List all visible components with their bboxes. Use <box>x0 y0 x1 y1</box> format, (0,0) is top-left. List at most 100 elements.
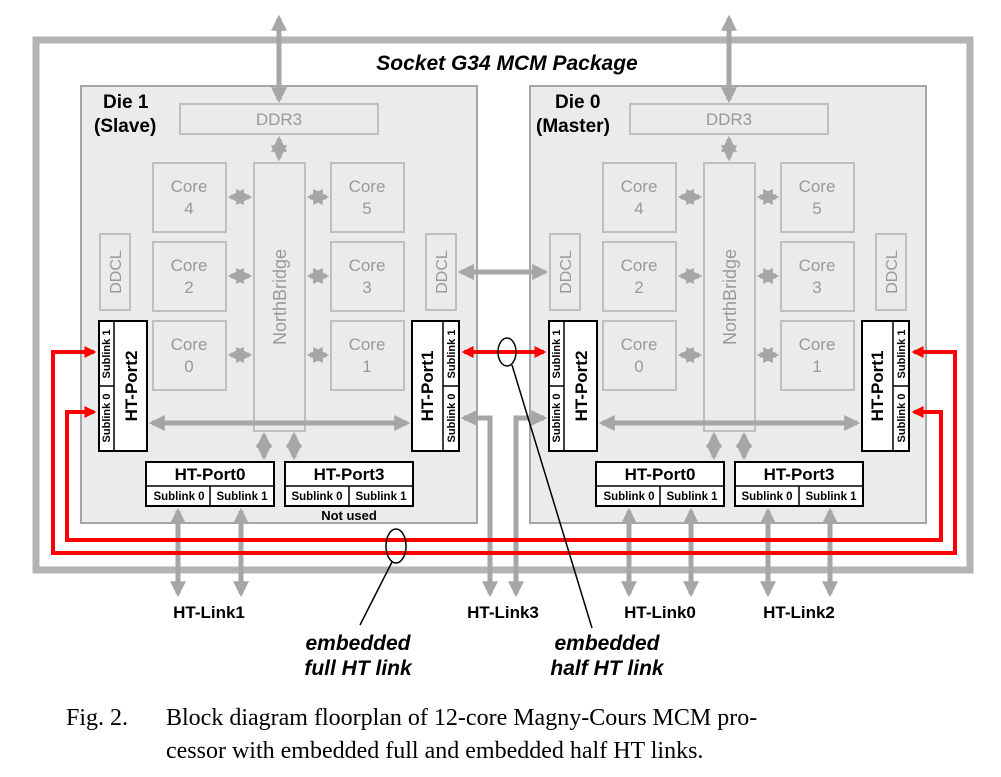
ht-link2-label: HT-Link2 <box>763 603 835 622</box>
die1-core5-block <box>330 162 405 233</box>
die1-core3-block <box>330 241 405 312</box>
die0-core2-word: Core <box>621 256 658 275</box>
die1-core2-block <box>152 241 227 312</box>
die1-core4-block <box>152 162 227 233</box>
die1-core0-num: 0 <box>184 357 193 376</box>
die1-ht-port1-label: HT-Port1 <box>418 351 437 422</box>
mcm-block-diagram: Socket G34 MCM Package Die 1 (Slave) DDR… <box>32 14 974 680</box>
die0-ddr3-block <box>629 103 829 135</box>
die1-core0-block <box>152 320 227 391</box>
red-ht-links <box>51 346 957 555</box>
die1-core4-num: 4 <box>184 199 193 218</box>
die1-port2-sublink1: Sublink 1 <box>101 330 113 379</box>
die0-northbridge-label: NorthBridge <box>720 249 740 345</box>
die0-core4-block <box>602 162 677 233</box>
die0-ddcl-right-label: DDCL <box>884 250 901 294</box>
die0-port2-sublink0: Sublink 0 <box>551 394 563 443</box>
die0-name: Die 0 <box>555 92 600 113</box>
die1-port3-sublink1: Sublink 1 <box>355 491 407 503</box>
die1-core2-num: 2 <box>184 278 193 297</box>
die0-core5-block <box>780 162 855 233</box>
ht-link3-label: HT-Link3 <box>467 603 539 622</box>
die0-core3-num: 3 <box>812 278 821 297</box>
die0-role: (Master) <box>536 116 610 137</box>
die0-core2-block <box>602 241 677 312</box>
die0-port1-sublink1: Sublink 1 <box>896 330 908 379</box>
die1-port1-sublink0: Sublink 0 <box>446 394 458 443</box>
die1-ddr3-block <box>179 103 379 135</box>
die0-port0-sublink1: Sublink 1 <box>666 491 718 503</box>
die1-ddcl-right-block <box>425 233 457 311</box>
die1-northbridge-label: NorthBridge <box>270 249 290 345</box>
package-title: Socket G34 MCM Package <box>376 52 638 75</box>
die1-ddcl-right-label: DDCL <box>434 250 451 294</box>
die1-port1-sublink1: Sublink 1 <box>446 330 458 379</box>
die0-core2-num: 2 <box>634 278 643 297</box>
half-link-annotation-line1: embedded <box>554 632 660 655</box>
die1-core1-block <box>330 320 405 391</box>
die1-core1-num: 1 <box>362 357 371 376</box>
die0-core0-num: 0 <box>634 357 643 376</box>
die0-ddcl-right-block <box>875 233 907 311</box>
die1-core1-word: Core <box>349 335 386 354</box>
die0-core4-num: 4 <box>634 199 643 218</box>
die1-core3-num: 3 <box>362 278 371 297</box>
die1-role: (Slave) <box>94 116 156 137</box>
die1-port3-not-used: Not used <box>321 508 377 523</box>
ht-link0-label: HT-Link0 <box>624 603 696 622</box>
die0-core3-word: Core <box>799 256 836 275</box>
die1-ht-port3-label: HT-Port3 <box>314 465 385 484</box>
die1-port3-sublink0: Sublink 0 <box>291 491 342 503</box>
figure-caption: Fig. 2. Block diagram floorplan of 12-cor… <box>66 702 946 768</box>
die1-core4-word: Core <box>171 177 208 196</box>
die1-port2-sublink0: Sublink 0 <box>101 394 113 443</box>
gray-arrows <box>148 14 861 598</box>
die0-core0-block <box>602 320 677 391</box>
full-link-annotation-line1: embedded <box>305 632 411 655</box>
die0-core4-word: Core <box>621 177 658 196</box>
die0-port2-sublink1: Sublink 1 <box>551 330 563 379</box>
die0-port3-sublink0: Sublink 0 <box>741 491 792 503</box>
die1-ddcl-left-block <box>99 233 131 311</box>
die0-core1-num: 1 <box>812 357 821 376</box>
die1-port0-sublink0: Sublink 0 <box>153 491 204 503</box>
die1-northbridge-block <box>253 162 306 432</box>
die1-ht-port1-block <box>411 320 460 452</box>
package-outline <box>32 36 974 574</box>
die0-ht-port1-label: HT-Port1 <box>868 351 887 422</box>
die1-name: Die 1 <box>103 92 149 113</box>
figure-number: Fig. 2. <box>66 705 129 731</box>
die0-port1-sublink0: Sublink 0 <box>896 394 908 443</box>
die0-core1-word: Core <box>799 335 836 354</box>
caption-line2: cessor with embedded full and embedded h… <box>166 738 704 764</box>
die0-port3-sublink1: Sublink 1 <box>805 491 857 503</box>
die0-port0-sublink0: Sublink 0 <box>603 491 654 503</box>
half-link-annotation-line2: half HT link <box>550 657 664 680</box>
caption-line1: Block diagram floorplan of 12-core Magny… <box>166 705 758 731</box>
full-link-annotation-line2: full HT link <box>304 657 413 680</box>
ht-link1-label: HT-Link1 <box>173 603 245 622</box>
die0-ht-port0-label: HT-Port0 <box>625 465 696 484</box>
die0-northbridge-block <box>703 162 756 432</box>
die1-ht-port2-label: HT-Port2 <box>122 351 141 422</box>
die0-ddcl-left-label: DDCL <box>558 250 575 294</box>
die0-ht-port3-label: HT-Port3 <box>764 465 835 484</box>
die0-core5-num: 5 <box>812 199 821 218</box>
half-link-marker <box>497 337 517 367</box>
die0-ddcl-left-block <box>549 233 581 311</box>
die0-core5-word: Core <box>799 177 836 196</box>
die0-core0-word: Core <box>621 335 658 354</box>
die0-core3-block <box>780 241 855 312</box>
die1-ddr3-label: DDR3 <box>256 110 302 129</box>
die1-ddcl-left-label: DDCL <box>108 250 125 294</box>
die0-ddr3-label: DDR3 <box>706 110 752 129</box>
die1-core5-num: 5 <box>362 199 371 218</box>
die0-core1-block <box>780 320 855 391</box>
die1-port0-sublink1: Sublink 1 <box>216 491 268 503</box>
full-link-marker <box>385 528 407 564</box>
die0-ht-port2-label: HT-Port2 <box>572 351 591 422</box>
die1-core2-word: Core <box>171 256 208 275</box>
die1-ht-port0-label: HT-Port0 <box>175 465 246 484</box>
die1-core0-word: Core <box>171 335 208 354</box>
die1-core5-word: Core <box>349 177 386 196</box>
